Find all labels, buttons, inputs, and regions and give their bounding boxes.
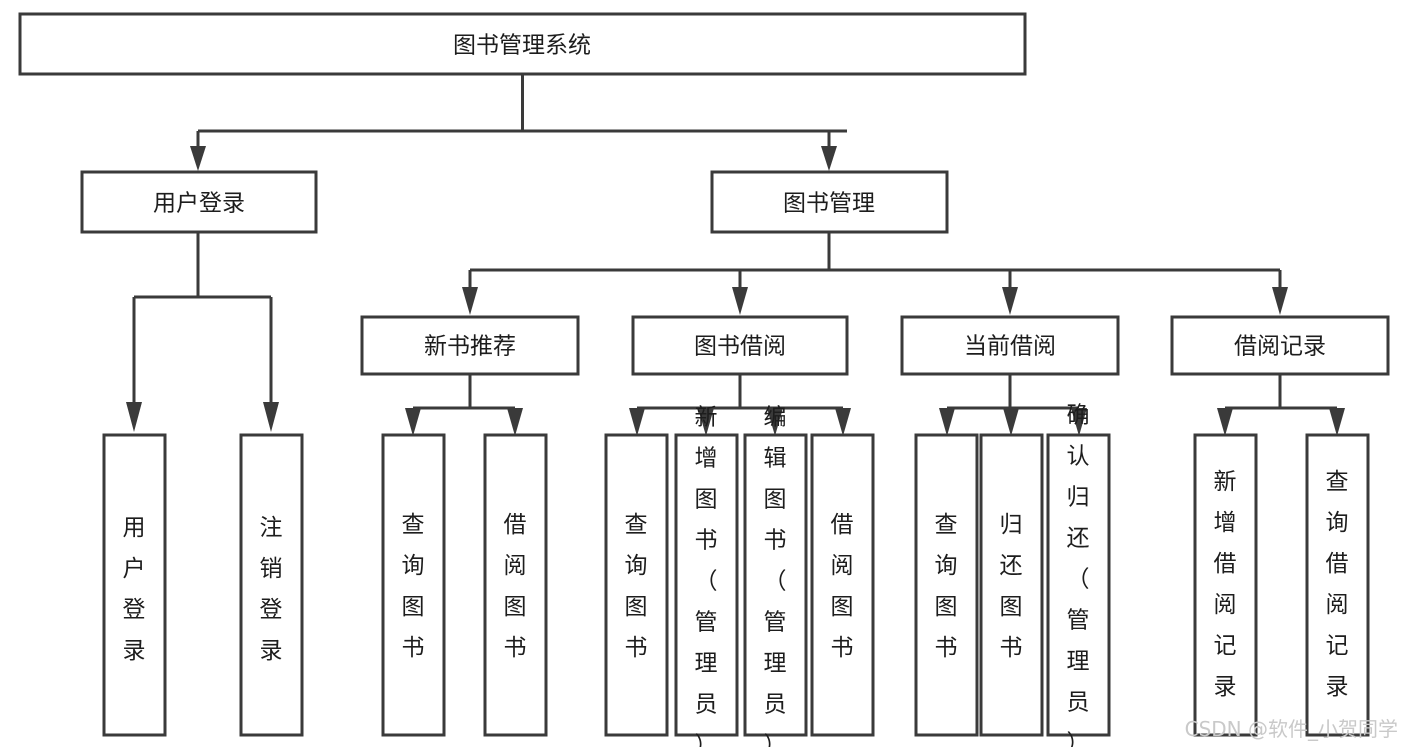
leaf-node-leaf-query-book-1[interactable]: 查询图书 <box>381 433 446 737</box>
connector-layer <box>126 74 1345 436</box>
node-current-borrow-box[interactable] <box>900 315 1120 376</box>
leaf-node-leaf-borrow-book-1[interactable]: 借阅图书 <box>483 433 548 737</box>
leaf-node-leaf-add-book[interactable]: 新增图书（管理员） <box>674 405 739 747</box>
arrow-head-leaf-borrow-book-2 <box>835 408 851 436</box>
arrow-head-book-borrow <box>732 287 748 315</box>
arrow-head-leaf-return-book <box>1003 408 1019 436</box>
leaf-node-leaf-logout-login-label: 注销登录 <box>260 515 283 664</box>
arrow-head-user-login <box>190 146 206 171</box>
node-user-login[interactable]: 用户登录 <box>80 170 318 234</box>
leaf-node-leaf-confirm-return-box[interactable] <box>1046 433 1111 737</box>
arrow-head-leaf-confirm-return <box>1071 408 1087 436</box>
arrow-head-leaf-logout-login <box>263 402 279 432</box>
node-root[interactable]: 图书管理系统 <box>18 12 1027 76</box>
leaf-node-leaf-query-book-1-box[interactable] <box>381 433 446 737</box>
leaf-node-leaf-user-login-label: 用户登录 <box>123 515 146 664</box>
node-root-box[interactable] <box>18 12 1027 76</box>
leaf-node-leaf-query-book-3[interactable]: 查询图书 <box>914 433 979 737</box>
leaf-row: 用户登录 注销登录 查询图书 借阅图书 查询图书 新增图书（管理员） 编辑图书（… <box>102 403 1370 747</box>
node-book-manage-box[interactable] <box>710 170 949 234</box>
arrow-head-borrow-record <box>1272 287 1288 315</box>
node-new-book-recommend[interactable]: 新书推荐 <box>360 315 580 376</box>
leaf-node-leaf-edit-book-box[interactable] <box>743 433 808 737</box>
node-user-login-label: 用户登录 <box>153 191 245 217</box>
node-new-book-recommend-box[interactable] <box>360 315 580 376</box>
leaf-node-leaf-return-book[interactable]: 归还图书 <box>979 433 1044 737</box>
node-borrow-record-box[interactable] <box>1170 315 1390 376</box>
leaf-node-leaf-borrow-book-1-box[interactable] <box>483 433 548 737</box>
leaf-node-leaf-query-record-label: 查询借阅记录 <box>1326 469 1349 700</box>
leaf-node-leaf-query-book-3-label: 查询图书 <box>935 512 958 661</box>
leaf-node-leaf-query-record[interactable]: 查询借阅记录 <box>1305 433 1370 737</box>
csdn-watermark: CSDN @软件_小贺同学 <box>1185 717 1398 741</box>
leaf-node-leaf-edit-book-label: 编辑图书（管理员） <box>764 405 787 747</box>
leaf-node-leaf-return-book-label: 归还图书 <box>1000 512 1023 661</box>
leaf-node-leaf-user-login-box[interactable] <box>102 433 167 737</box>
leaf-node-leaf-add-record[interactable]: 新增借阅记录 <box>1193 433 1258 737</box>
node-book-borrow-box[interactable] <box>631 315 849 376</box>
node-current-borrow[interactable]: 当前借阅 <box>900 315 1120 376</box>
arrow-head-book-manage <box>821 146 837 171</box>
leaf-node-leaf-query-book-3-box[interactable] <box>914 433 979 737</box>
arrow-head-leaf-edit-book <box>767 408 783 436</box>
arrow-head-leaf-query-book-2 <box>629 408 645 436</box>
leaf-node-leaf-query-book-2-label: 查询图书 <box>625 512 648 661</box>
node-book-borrow[interactable]: 图书借阅 <box>631 315 849 376</box>
leaf-node-leaf-borrow-book-2[interactable]: 借阅图书 <box>810 433 875 737</box>
leaf-node-leaf-edit-book[interactable]: 编辑图书（管理员） <box>743 405 808 747</box>
node-book-manage[interactable]: 图书管理 <box>710 170 949 234</box>
leaf-node-leaf-user-login[interactable]: 用户登录 <box>102 433 167 737</box>
leaf-node-leaf-add-book-box[interactable] <box>674 433 739 737</box>
node-new-book-recommend-label: 新书推荐 <box>424 334 516 360</box>
node-user-login-box[interactable] <box>80 170 318 234</box>
node-book-manage-label: 图书管理 <box>783 191 875 217</box>
leaf-node-leaf-query-book-2[interactable]: 查询图书 <box>604 433 669 737</box>
arrow-head-leaf-query-book-3 <box>939 408 955 436</box>
node-borrow-record[interactable]: 借阅记录 <box>1170 315 1390 376</box>
leaf-node-leaf-borrow-book-1-label: 借阅图书 <box>504 512 527 661</box>
arrow-head-leaf-borrow-book-1 <box>507 408 523 436</box>
leaf-node-leaf-query-book-1-label: 查询图书 <box>402 512 425 661</box>
arrow-head-current-borrow <box>1002 287 1018 315</box>
leaf-node-leaf-add-book-label: 新增图书（管理员） <box>695 405 718 747</box>
node-root-label: 图书管理系统 <box>453 33 591 59</box>
leaf-node-leaf-logout-login[interactable]: 注销登录 <box>239 433 304 737</box>
node-borrow-record-label: 借阅记录 <box>1234 334 1326 360</box>
arrow-head-leaf-add-book <box>698 408 714 436</box>
leaf-node-leaf-borrow-book-2-label: 借阅图书 <box>831 512 854 661</box>
leaf-node-leaf-add-record-label: 新增借阅记录 <box>1214 469 1237 700</box>
arrow-head-leaf-add-record <box>1217 408 1233 436</box>
leaf-node-leaf-return-book-box[interactable] <box>979 433 1044 737</box>
leaf-node-leaf-add-record-box[interactable] <box>1193 433 1258 737</box>
node-current-borrow-label: 当前借阅 <box>964 334 1056 360</box>
arrow-head-leaf-user-login <box>126 402 142 432</box>
leaf-node-leaf-logout-login-box[interactable] <box>239 433 304 737</box>
leaf-node-leaf-borrow-book-2-box[interactable] <box>810 433 875 737</box>
arrow-head-leaf-query-book-1 <box>405 408 421 436</box>
leaf-node-leaf-query-book-2-box[interactable] <box>604 433 669 737</box>
arrow-head-leaf-query-record <box>1329 408 1345 436</box>
leaf-node-leaf-query-record-box[interactable] <box>1305 433 1370 737</box>
node-book-borrow-label: 图书借阅 <box>694 334 786 360</box>
leaf-node-leaf-confirm-return[interactable]: 确认归还（管理员） <box>1046 403 1111 747</box>
arrow-head-new-book-recommend <box>462 287 478 315</box>
leaf-node-leaf-confirm-return-label: 确认归还（管理员） <box>1067 403 1090 747</box>
